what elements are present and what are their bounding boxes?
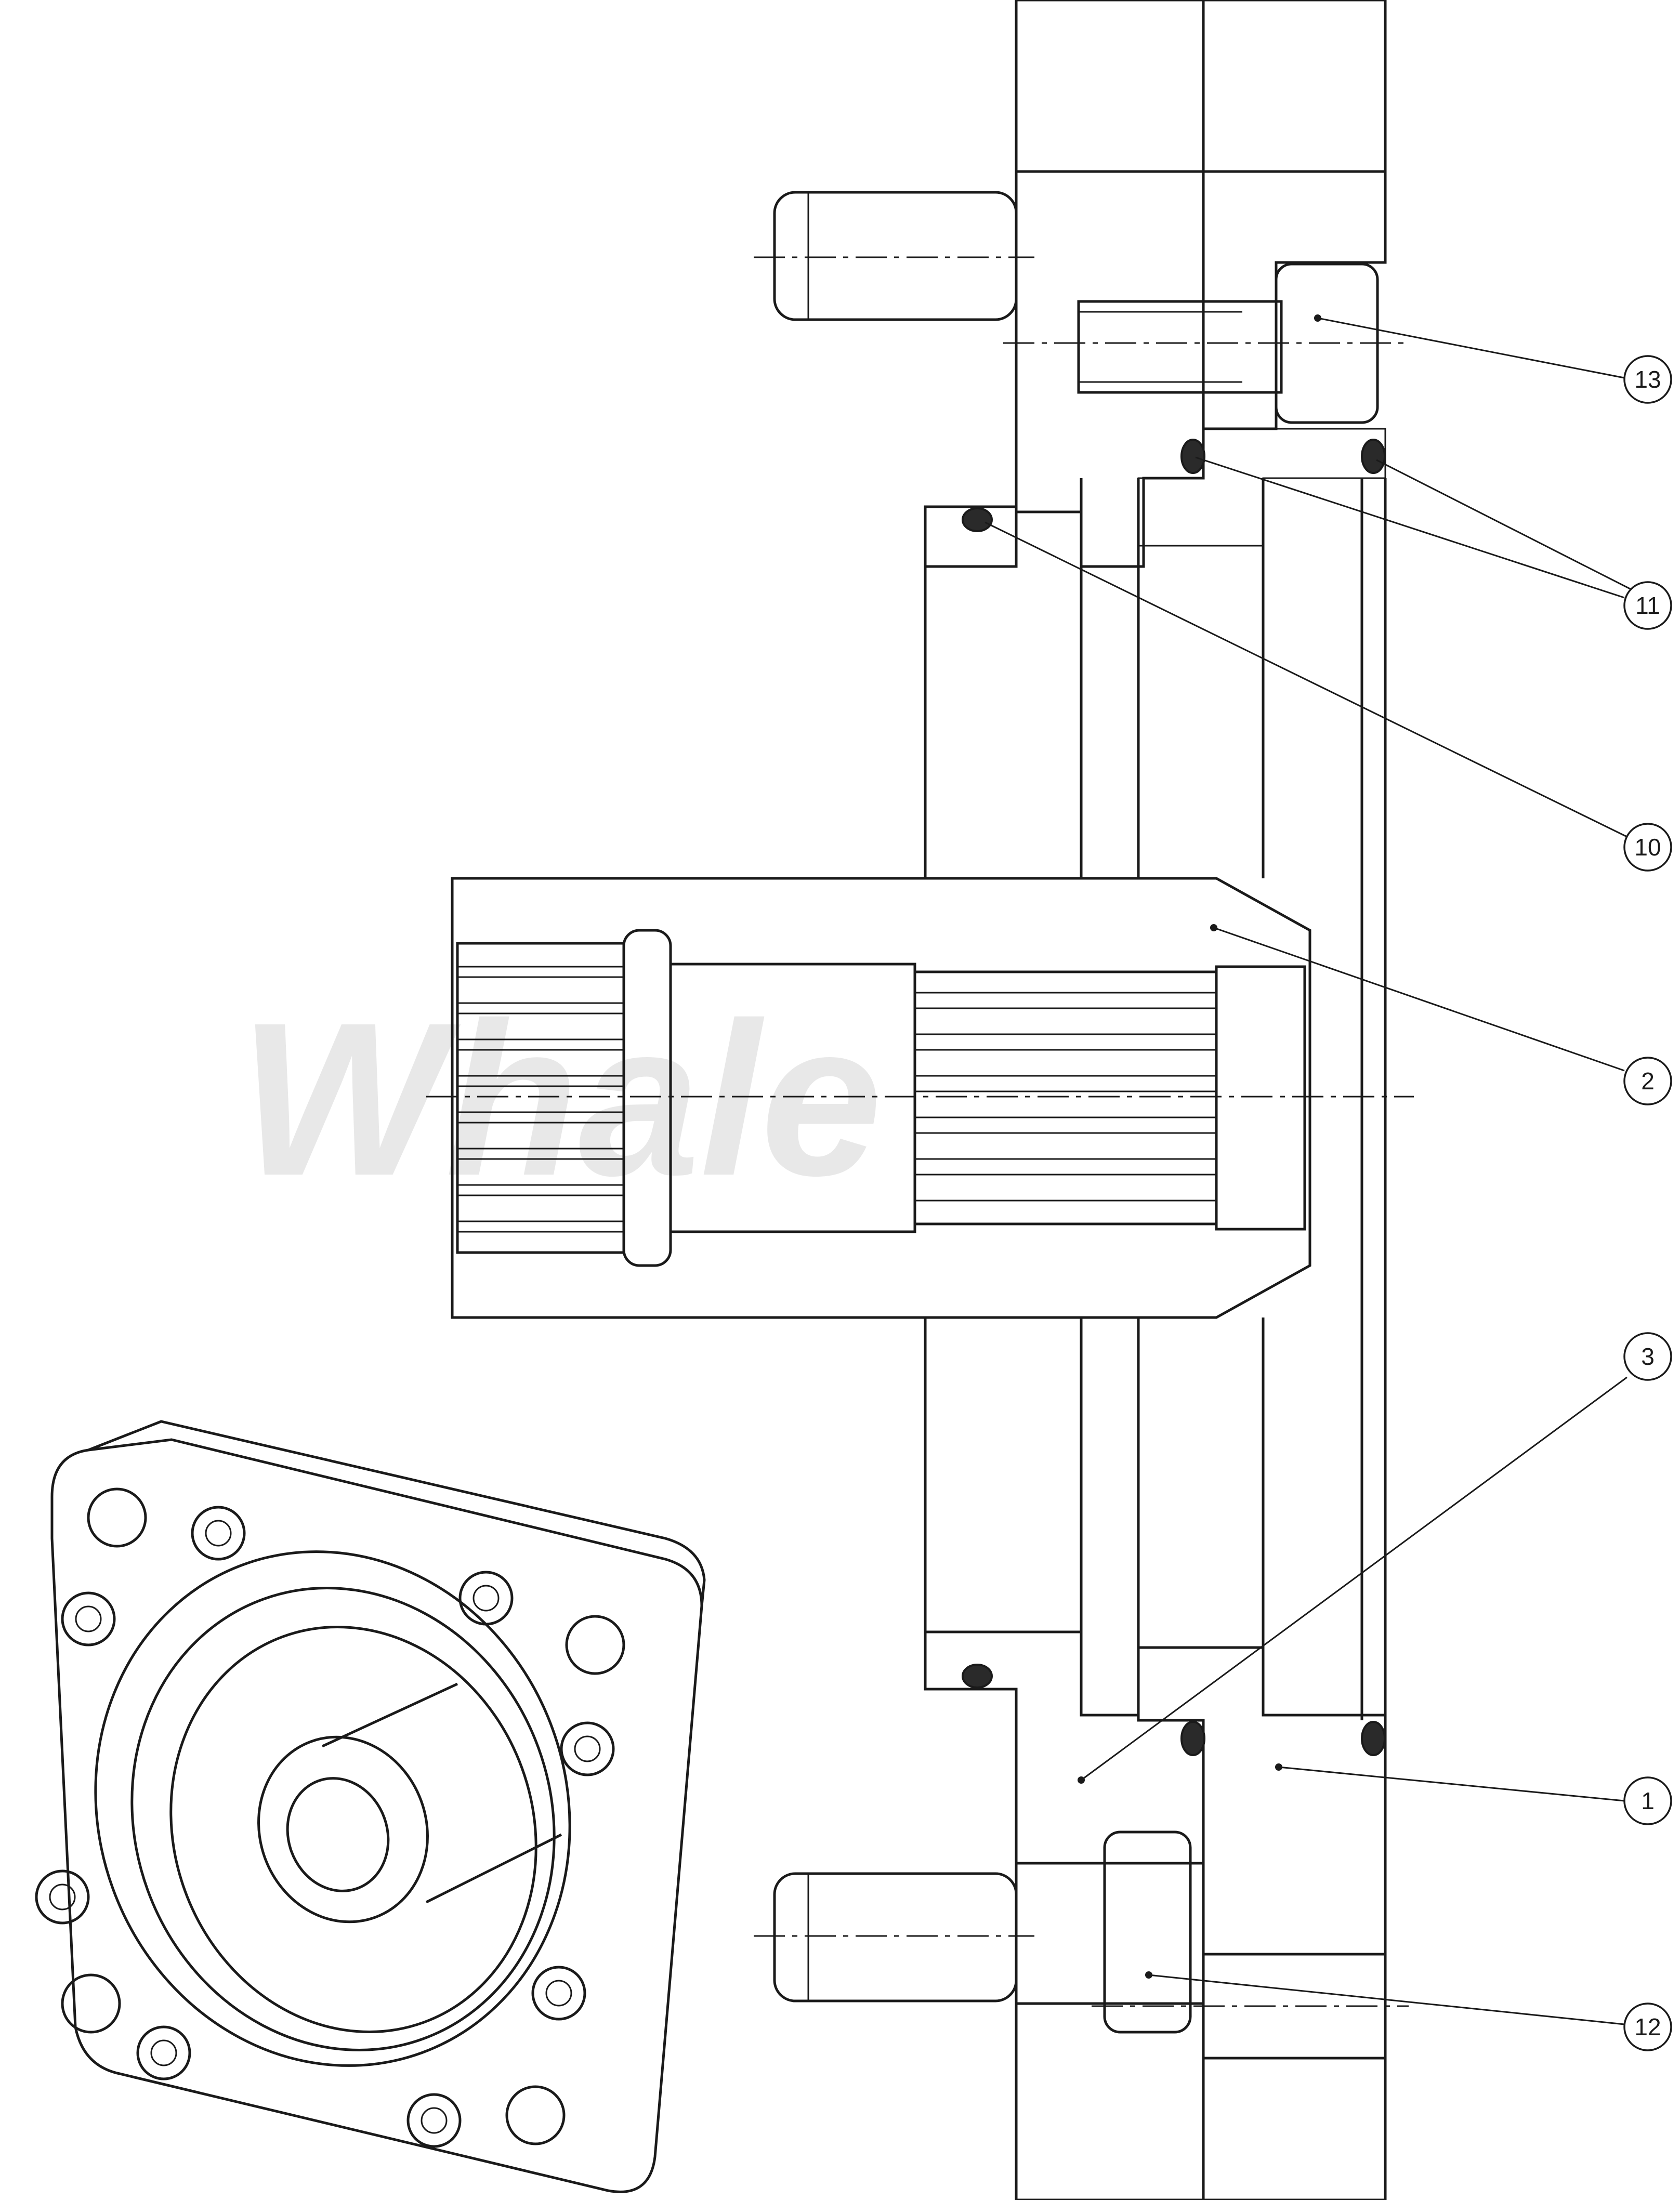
bolt-12-shank (1015, 1862, 1205, 2005)
bolt-12-head (1103, 1830, 1192, 2034)
seal-11-left (1180, 439, 1205, 474)
coupling-spline-right (913, 970, 1218, 1226)
balloon-11: 11 (1623, 581, 1672, 630)
seal-11-right (1361, 439, 1386, 474)
balloon-11-label: 11 (1635, 592, 1660, 619)
balloon-2-label: 2 (1641, 1068, 1655, 1095)
coupling-sleeve (451, 877, 1311, 1319)
balloon-3: 3 (1623, 1332, 1672, 1381)
balloon-1: 1 (1623, 1776, 1672, 1825)
balloon-1-label: 1 (1641, 1787, 1655, 1814)
annotations: 13 11 10 2 3 1 12 (985, 314, 1672, 2051)
mounting-holes (61, 1487, 625, 2145)
spline-bore (286, 1777, 390, 1892)
spline-teeth-left (457, 966, 624, 1233)
flange-top-edge (88, 1420, 706, 1606)
bore-outer (94, 1550, 571, 2067)
balloon-10-label: 10 (1634, 834, 1661, 861)
dowel-pin-top (773, 191, 1018, 321)
balloon-2: 2 (1623, 1057, 1672, 1105)
seal-10-bottom (962, 1664, 993, 1689)
plate-lower-right (1137, 1646, 1387, 1956)
seal-11-left-lower (1180, 1721, 1205, 1756)
plate-lower-bottom (1202, 2057, 1387, 2200)
flange-lower-left (924, 1630, 1205, 2200)
flange-body (50, 1438, 703, 2193)
socket-head-screws (35, 1506, 615, 2148)
seal-10-top (962, 507, 993, 532)
spline-teeth-right (915, 992, 1216, 1202)
dowel-pin-bottom (773, 1872, 1018, 2003)
bolt-13-shank (1077, 300, 1283, 394)
balloon-10: 10 (1623, 823, 1672, 872)
flange-upper-left (1015, 170, 1205, 568)
top-block (1015, 0, 1387, 173)
bore-step (169, 1626, 537, 2033)
watermark-text: Whale (239, 978, 882, 1221)
balloon-12-label: 12 (1634, 2013, 1661, 2040)
seal-11-right-lower (1361, 1721, 1386, 1756)
section-view (426, 0, 1414, 2200)
balloon-13-label: 13 (1634, 366, 1661, 393)
balloon-12: 12 (1623, 2003, 1672, 2051)
bore-inner (130, 1587, 556, 2051)
housing-lip-top (924, 505, 1018, 568)
balloon-3-label: 3 (1641, 1343, 1655, 1370)
balloon-13: 13 (1623, 355, 1672, 404)
isometric-view (35, 1420, 706, 2193)
shaft-hub (257, 1735, 429, 1924)
coupling-end-bore (1215, 965, 1306, 1231)
